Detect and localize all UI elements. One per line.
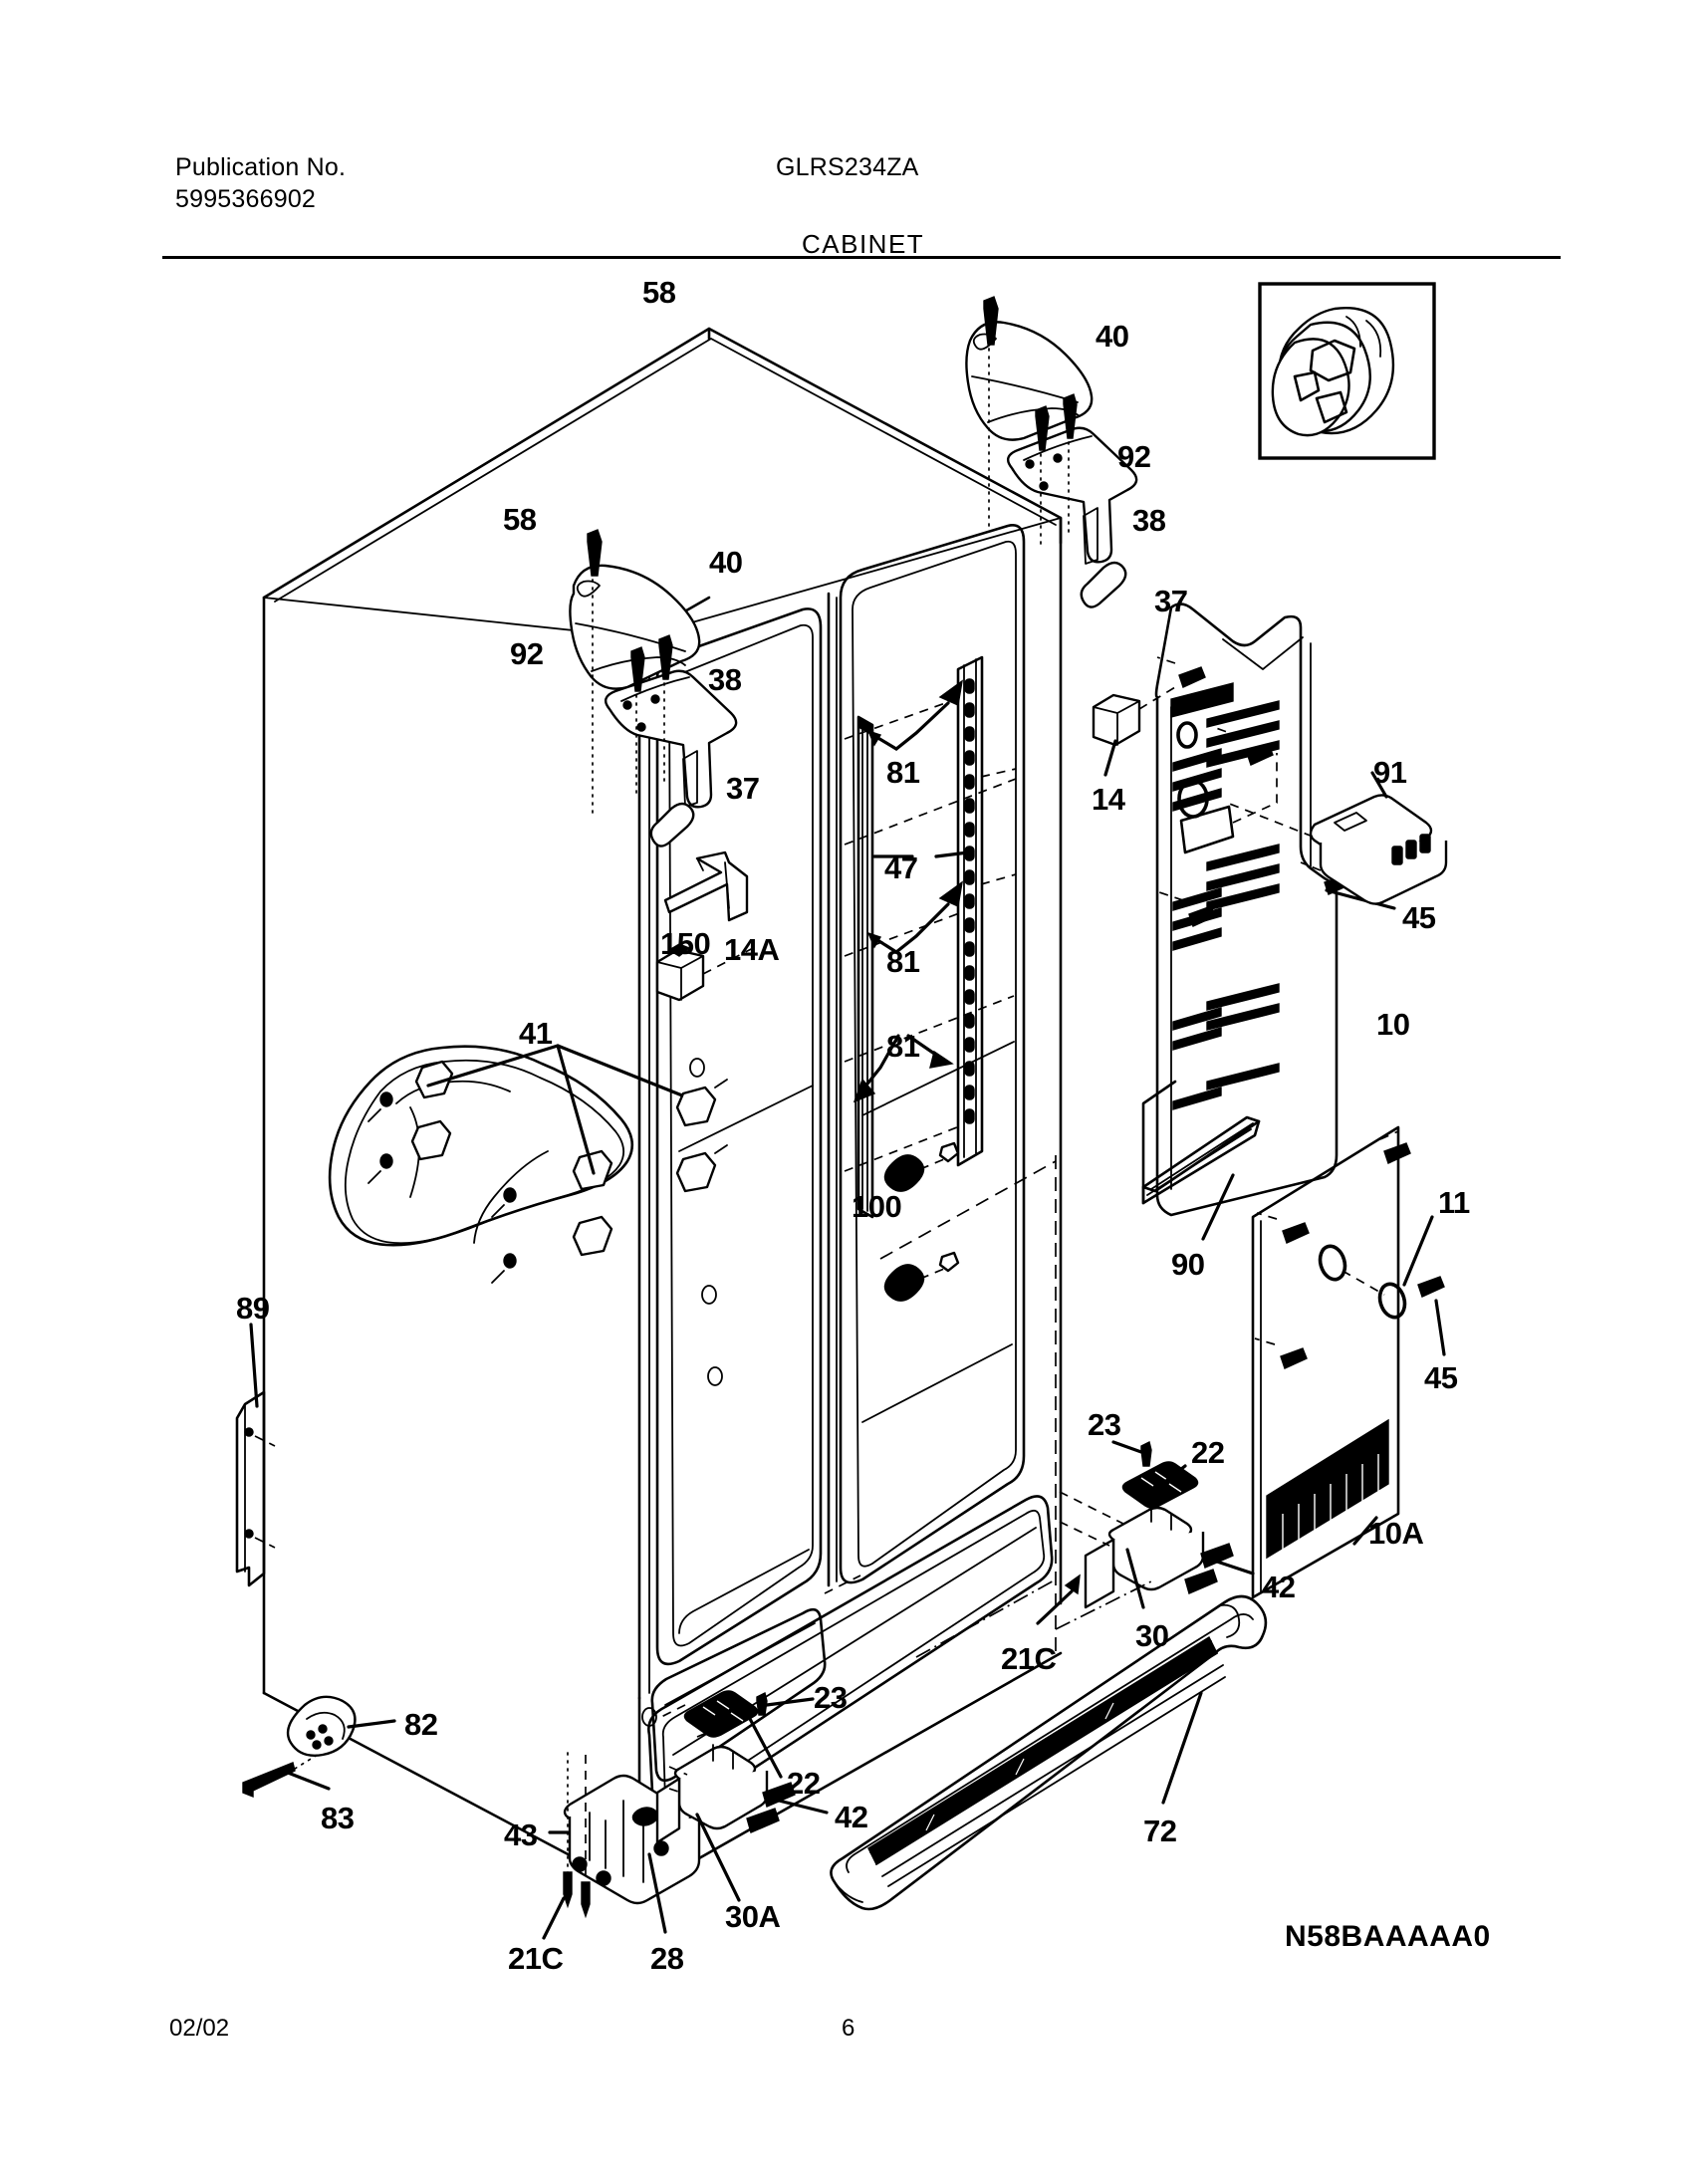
terminal-block-91 [1226,771,1448,905]
screw-58-right [983,296,999,529]
bottom-hinge-right [1036,1440,1255,1630]
cabinet-body [262,327,1063,1894]
callout-11: 11 [1438,1185,1470,1220]
callout-58-left: 58 [503,502,537,537]
callout-23-left: 23 [814,1680,848,1715]
callout-22-left: 22 [787,1766,821,1801]
callout-10A: 10A [1368,1516,1424,1551]
inset-label: 66B [1278,424,1332,456]
bracket-22-left [683,1690,783,1779]
callout-81-low: 81 [886,1029,920,1064]
callout-45-lower: 45 [1424,1360,1458,1395]
callout-82: 82 [404,1707,438,1742]
callout-92-left: 92 [510,636,544,671]
callout-42-right: 42 [1262,1570,1296,1604]
assembly-projection-lines [660,1155,1057,1718]
callout-42-left: 42 [835,1800,868,1834]
callout-41: 41 [519,1016,553,1051]
leader-89 [249,1323,259,1408]
insulation-plugs [410,1060,613,1257]
callout-150: 150 [660,926,711,961]
grommet-bushing-icon [1271,307,1395,437]
callout-81-mid: 81 [886,944,920,979]
cabinet-center-divider [827,592,838,1587]
shelf-ladder-rail-front-47 [856,715,874,1219]
hinge-cover-left-40 [569,564,701,690]
callout-72: 72 [1143,1814,1177,1848]
bolt-83 [242,1752,331,1799]
cover-vent-slots [1172,700,1280,1110]
screws-45-cover [1156,656,1396,927]
bottom-hinge-left-43 [548,1774,701,1934]
plug-37-right [1080,561,1127,608]
leader-41 [426,1044,699,1175]
shelf-ladder-rail-rear-47 [956,655,984,1167]
freezer-base-rail [650,1607,827,1783]
callout-28: 28 [650,1941,684,1976]
trim-90 [1141,1080,1261,1241]
side-bracket-89 [235,1390,276,1587]
cabinet-front-holes [641,1058,723,1727]
freezer-door-opening [655,607,823,1666]
callout-83: 83 [321,1801,355,1835]
fastener-100-lower [883,1251,960,1302]
publication-number: 5995366902 [175,185,317,213]
callout-14A: 14A [724,932,780,967]
shelf-clip-81-low [866,880,963,954]
screws-92-left [630,634,673,798]
callout-23-right: 23 [1088,1407,1121,1442]
switch-14 [1092,686,1176,777]
callout-14: 14 [1092,782,1125,817]
callout-30A: 30A [725,1899,781,1934]
callout-22-right: 22 [1191,1435,1225,1470]
roller-82 [286,1695,396,1757]
bracket-30a [655,1744,769,1902]
screws-21c-left [542,1752,591,1940]
machine-compartment-cover-10 [1154,603,1339,1217]
hinge-cover-right-40 [965,321,1094,441]
wall-plugs [675,1079,728,1193]
model-number: GLRS234ZA [776,153,919,181]
insulation-holes [367,1091,517,1284]
screws-92-right [1035,393,1078,551]
callout-40-right: 40 [1096,319,1129,354]
callout-30: 30 [1135,1618,1169,1653]
callout-89: 89 [236,1291,270,1326]
fastener-100-upper [883,1141,960,1192]
callout-10: 10 [1376,1007,1410,1042]
callout-58-right: 58 [642,275,676,310]
callout-43: 43 [504,1818,538,1852]
callout-90: 90 [1171,1247,1205,1282]
insulation-pad-41 [328,1045,634,1284]
footer-page-number: 6 [842,2015,855,2042]
callout-37-right: 37 [1154,584,1188,618]
callout-45-upper: 45 [1402,900,1436,935]
callout-47: 47 [884,850,918,885]
callout-37-left: 37 [726,771,760,806]
footer-date: 02/02 [169,2015,230,2042]
header-rule [162,256,1561,259]
section-title: CABINET [802,229,925,259]
callout-100: 100 [852,1189,902,1224]
cabinet-base-rail [647,1495,1054,1824]
callout-40-left: 40 [709,545,743,580]
shelf-projection-lines [844,696,1017,1172]
callout-38-left: 38 [708,662,742,697]
callout-91: 91 [1373,755,1407,790]
callout-92-right: 92 [1117,439,1151,474]
callout-38-right: 38 [1132,503,1166,538]
fresh-food-door-opening [839,524,1026,1584]
callout-21C-right: 21C [1001,1641,1057,1676]
callout-81-top: 81 [886,755,920,790]
drawing-code: N58BAAAAA0 [1285,1920,1491,1953]
screw-58-left [587,529,603,818]
publication-label: Publication No. [175,153,347,181]
plug-37-left [649,802,695,848]
callout-21C-left: 21C [508,1941,564,1976]
shelf-clip-81-top [866,679,963,751]
bracket-150 [663,850,749,922]
